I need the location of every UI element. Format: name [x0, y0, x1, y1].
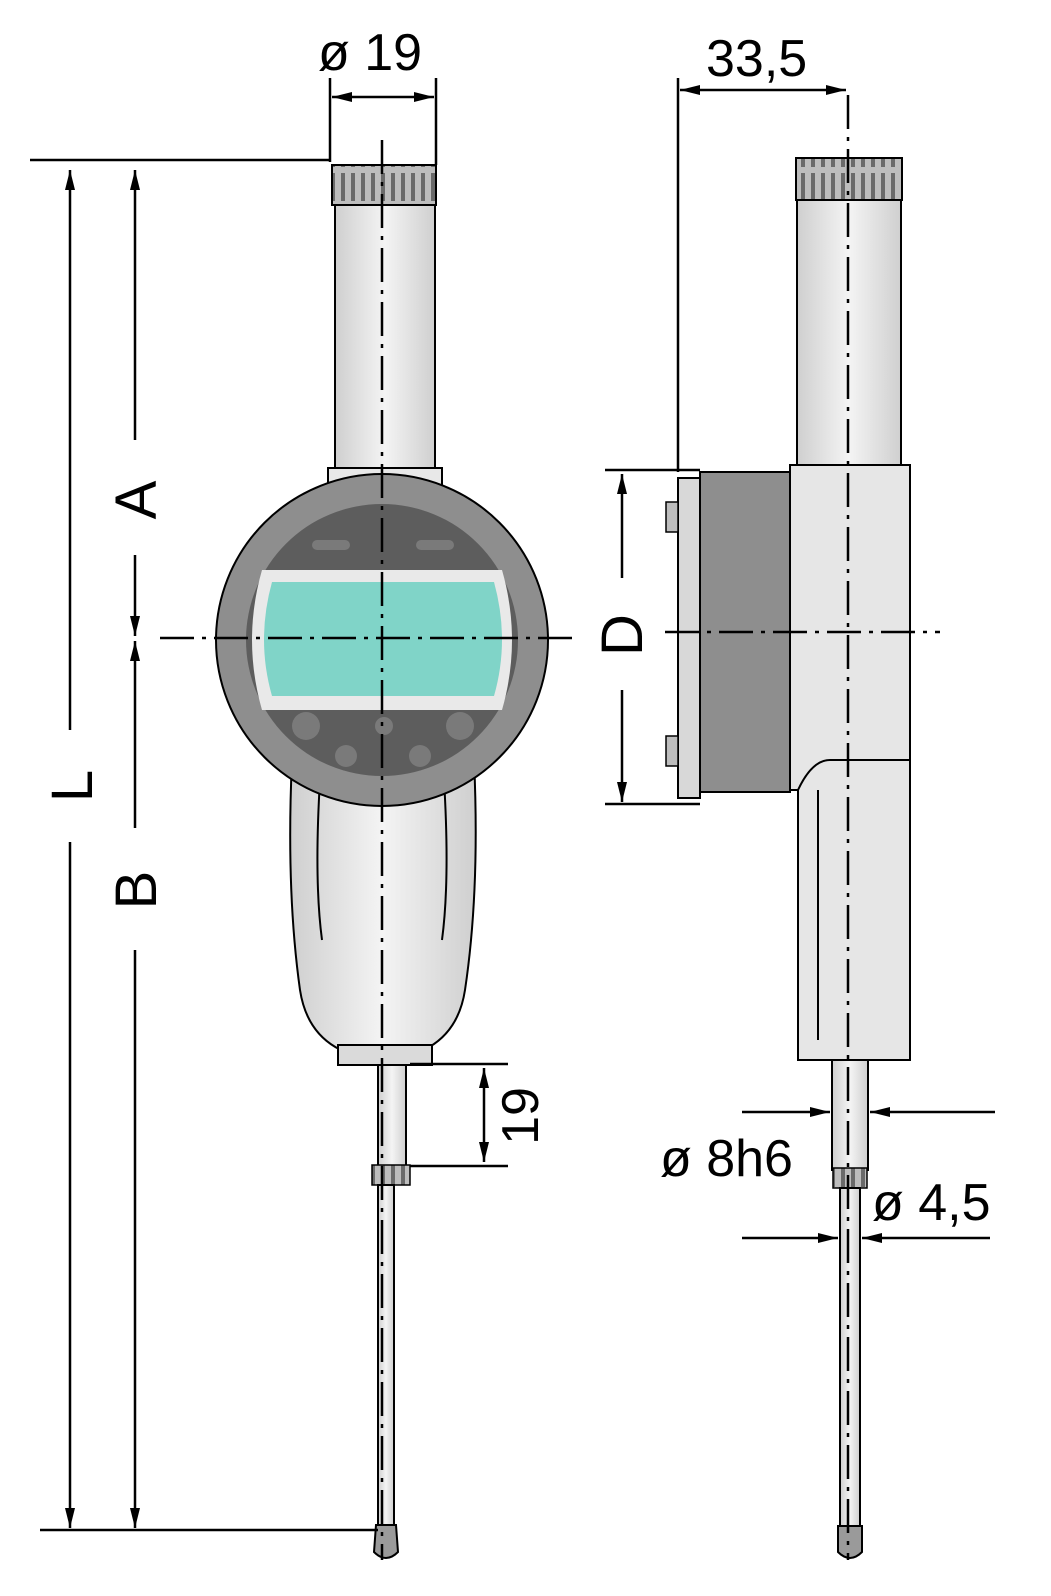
dial-button [409, 745, 431, 767]
dial-glass [677, 477, 701, 799]
center-lines [160, 95, 940, 1560]
front-view [215, 164, 549, 1559]
knurled-cap [331, 164, 437, 206]
dial-button [335, 745, 357, 767]
measuring-pin-side [839, 1187, 861, 1527]
label-stem-length: 19 [492, 1087, 550, 1145]
handle-groove [441, 779, 448, 941]
measuring-pin [377, 1184, 395, 1526]
face-indicator [312, 540, 350, 550]
housing-side [789, 464, 911, 1061]
handle-groove [316, 779, 323, 941]
label-top-diameter: ø 19 [318, 24, 422, 82]
label-b: B [104, 871, 169, 910]
contact-tip [372, 1524, 400, 1559]
label-depth: 33,5 [706, 30, 807, 88]
spindle-stem-side [831, 1059, 869, 1171]
dimension-lines [30, 78, 995, 1532]
dimension-labels: ø 19 33,5 A L B D 19 ø 8h6 ø 4,5 [40, 24, 991, 1232]
contact-tip-side [837, 1525, 863, 1559]
label-l: L [40, 770, 105, 802]
label-d: D [590, 614, 655, 656]
dial-button [375, 717, 393, 735]
label-stem-diameter: ø 8h6 [660, 1130, 793, 1188]
face-indicator [416, 540, 454, 550]
label-a: A [104, 480, 169, 519]
housing-groove [797, 759, 910, 791]
dial-button [292, 712, 320, 740]
label-tip-diameter: ø 4,5 [872, 1174, 991, 1232]
spindle-thread-side [832, 1167, 868, 1189]
dial-clip [665, 735, 679, 767]
dial-clip [665, 501, 679, 533]
side-view [665, 157, 911, 1559]
handle-base [337, 1044, 433, 1066]
upper-cylinder [334, 204, 436, 471]
dial-button [446, 712, 474, 740]
spindle-thread [371, 1164, 411, 1186]
